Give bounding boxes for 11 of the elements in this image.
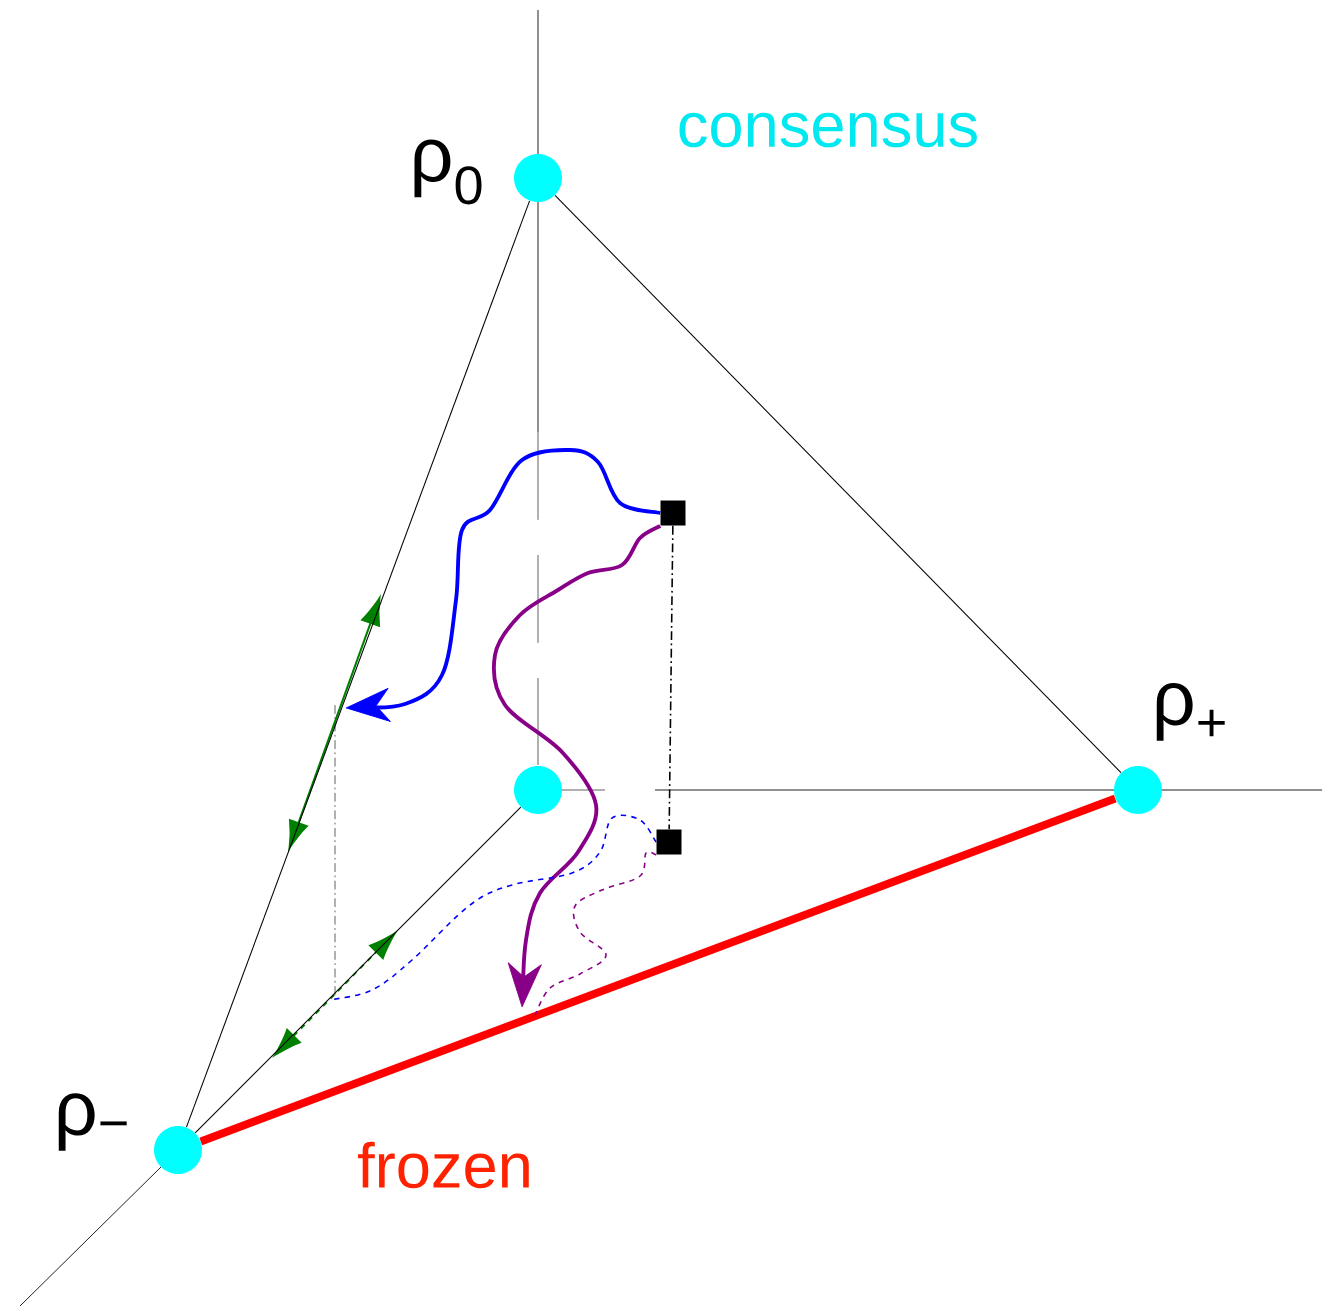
node-label: ρ$_{−}$ bbox=[58, 1093, 127, 1151]
node-label: ρ$_{+}$ bbox=[1156, 683, 1225, 741]
state-point bbox=[514, 766, 562, 814]
node-label: ρ$_{0}$ bbox=[414, 139, 482, 205]
state-point: ρ$_{−}$ bbox=[58, 1093, 202, 1174]
label-text: consensus bbox=[679, 112, 977, 148]
data-point bbox=[656, 829, 682, 855]
data-point bbox=[660, 500, 686, 526]
state-point: ρ$_{0}$ bbox=[414, 139, 562, 205]
label-text: frozen bbox=[358, 1141, 529, 1189]
state-point: ρ$_{+}$ bbox=[1114, 683, 1225, 814]
